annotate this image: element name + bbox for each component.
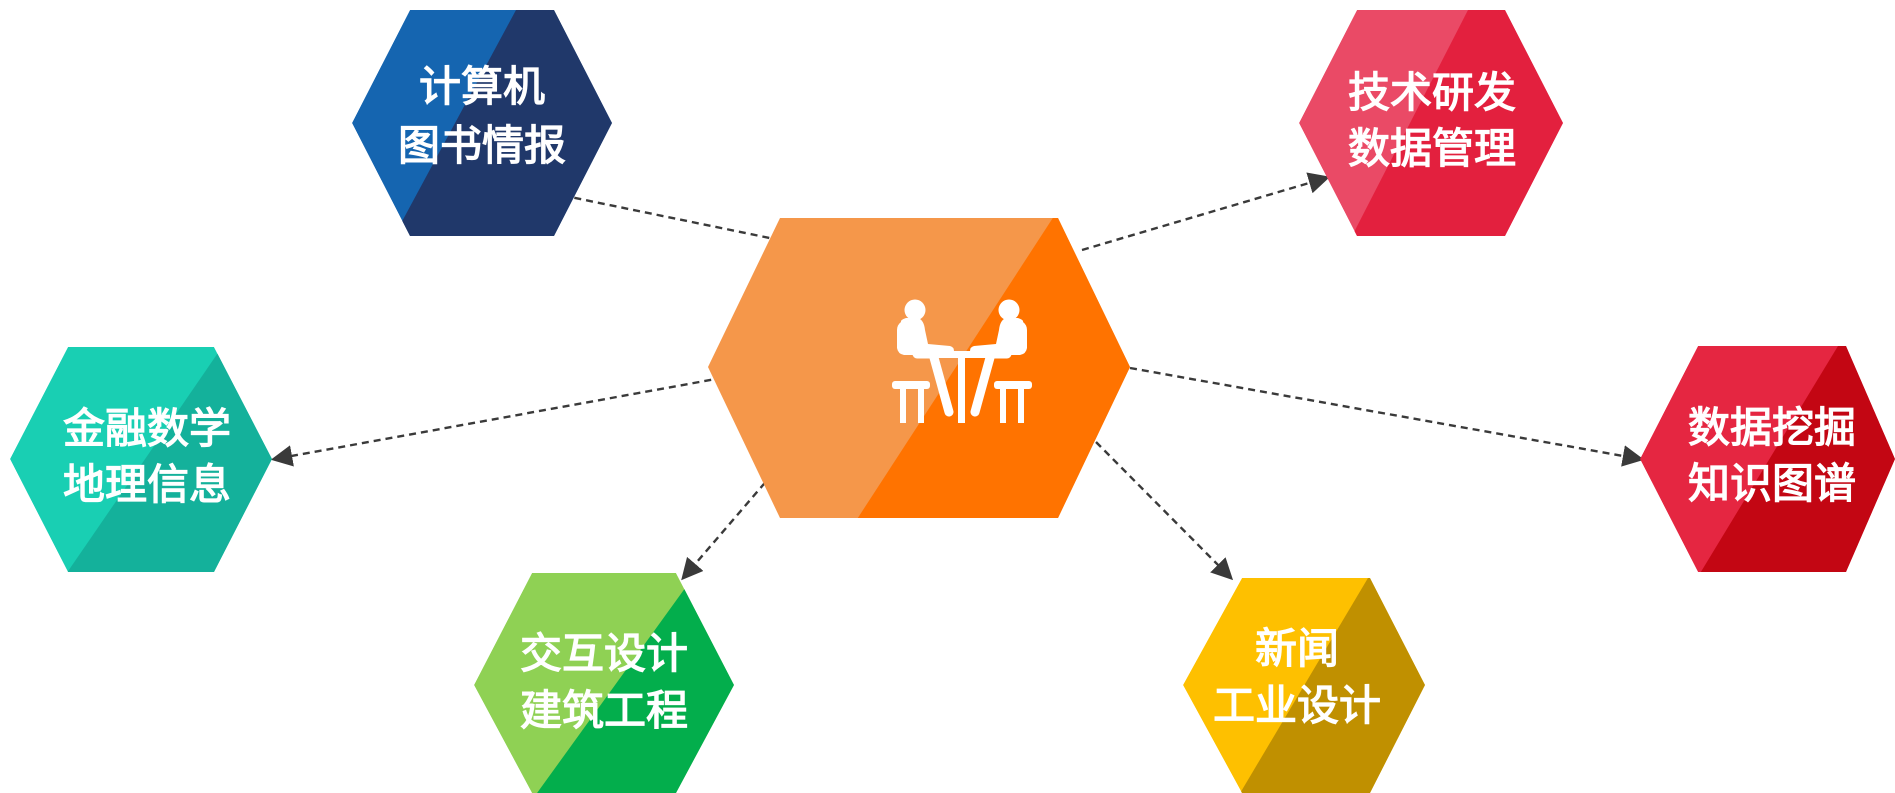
link-to-news-industrial-design [1095,441,1234,581]
hexagon-label-line-1: 计算机 [419,62,545,111]
hexagon-label-line-2: 地理信息 [63,460,231,509]
hexagon-label-line-2: 工业设计 [1213,681,1381,730]
hexagon-dark-half [1696,346,1895,572]
hexagon-label-line-1: 新闻 [1255,624,1339,673]
connector-links [270,170,1645,581]
link-to-interaction-architecture [681,427,813,581]
hexagon-label-line-2: 建筑工程 [520,686,688,735]
link-to-data-mining-knowledge-graph [1129,366,1645,467]
hexagon-dark-half [532,573,734,793]
center-hex-dark [850,218,1130,518]
hexagon-label-line-1: 技术研发 [1348,68,1516,117]
link-to-finance-geography [270,365,783,467]
hexagon-label-line-2: 知识图谱 [1688,459,1856,508]
hexagon-label-line-2: 数据管理 [1348,124,1516,173]
hexagon-label-line-2: 图书情报 [398,121,566,170]
link-to-tech-data-management [1081,172,1331,252]
hexagon-dark-half [392,10,612,236]
hexagon-dark-half [62,347,272,572]
center-hexagon [708,218,1130,518]
hexagon-label-line-1: 金融数学 [62,404,231,453]
hexagon-dark-half [1236,578,1425,793]
meeting-two-people-table-icon [892,299,1032,423]
hexagon-dark-half [1350,10,1563,236]
hexagon-label-line-1: 数据挖掘 [1688,403,1856,452]
hexagon-label-line-1: 交互设计 [520,629,688,678]
